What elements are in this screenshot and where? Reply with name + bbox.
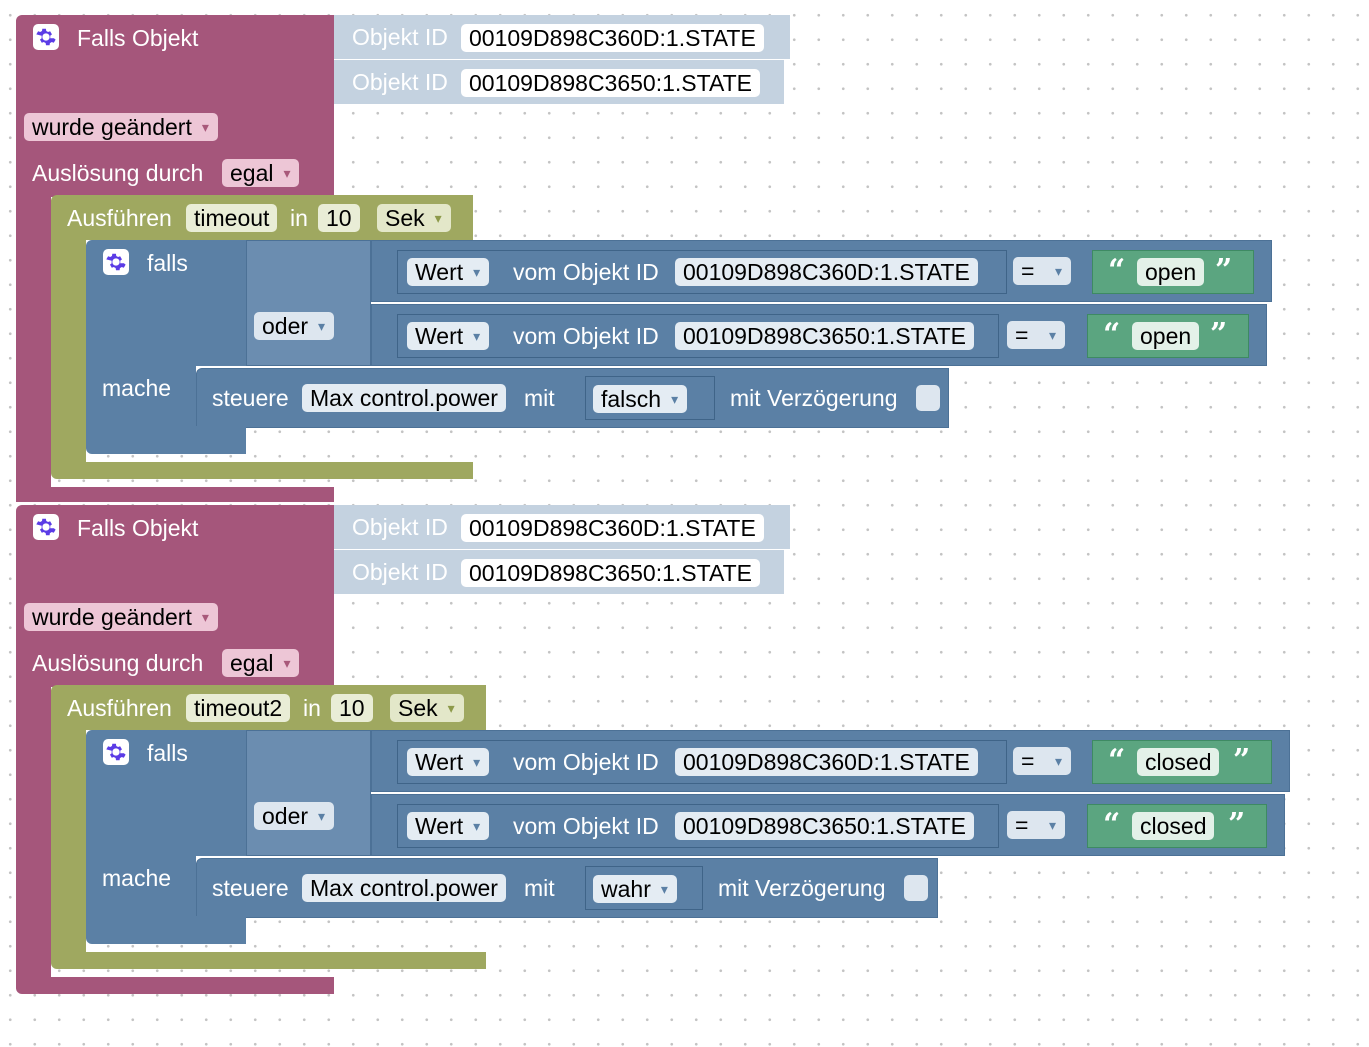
timeout-name-field[interactable]: timeout xyxy=(186,204,278,232)
timeout-in-label: in xyxy=(303,695,321,721)
trigger-by-label: Auslösung durch xyxy=(32,160,204,186)
boolean-dropdown[interactable]: wahr xyxy=(593,875,677,903)
trigger-title: Falls Objekt xyxy=(77,515,199,541)
timeout-in-label: in xyxy=(290,205,308,231)
change-mode-dropdown[interactable]: wurde geändert xyxy=(24,603,218,631)
timeout-side xyxy=(51,728,86,954)
gear-icon[interactable] xyxy=(103,249,129,275)
trigger-by-dropdown[interactable]: egal xyxy=(222,159,300,187)
value-dropdown[interactable]: Wert xyxy=(407,258,490,286)
text-block[interactable] xyxy=(1092,250,1254,294)
trigger-footer xyxy=(16,487,334,502)
object-id-field[interactable]: 00109D898C3650:1.STATE xyxy=(675,322,974,350)
control-block-bottom xyxy=(196,916,246,944)
or-dropdown[interactable]: oder xyxy=(254,802,335,830)
from-object-label: vom Objekt ID xyxy=(513,813,659,839)
or-block[interactable] xyxy=(246,240,371,366)
timeout-label: Ausführen xyxy=(67,205,172,231)
text-field[interactable]: open xyxy=(1137,258,1205,286)
control-label: steuere xyxy=(212,385,289,411)
trigger-footer xyxy=(16,977,334,994)
if-falls-label: falls xyxy=(147,740,188,766)
timeout-unit-dropdown[interactable]: Sek xyxy=(390,694,464,722)
object-id-label: Objekt ID xyxy=(352,24,448,50)
object-id-block-2[interactable]: Objekt ID 00109D898C3650:1.STATE xyxy=(334,60,784,104)
if-falls-label: falls xyxy=(147,250,188,276)
control-block-bottom xyxy=(196,426,246,454)
object-id-label: Objekt ID xyxy=(352,559,448,585)
value-dropdown[interactable]: Wert xyxy=(407,748,490,776)
object-id-block-1[interactable]: Objekt ID 00109D898C360D:1.STATE xyxy=(334,505,790,549)
if-mache-label: mache xyxy=(102,375,172,401)
operator-dropdown[interactable]: = xyxy=(1013,747,1071,775)
trigger-by-label: Auslösung durch xyxy=(32,650,204,676)
if-side xyxy=(86,364,196,454)
trigger-title: Falls Objekt xyxy=(77,25,199,51)
quote-open-icon: “ xyxy=(1108,253,1126,288)
trigger-side xyxy=(16,195,51,495)
text-field[interactable]: closed xyxy=(1132,812,1215,840)
quote-open-icon: “ xyxy=(1108,743,1126,778)
object-id-field[interactable]: 00109D898C360D:1.STATE xyxy=(461,514,764,542)
quote-close-icon: ” xyxy=(1215,253,1233,288)
gear-icon[interactable] xyxy=(103,739,129,765)
operator-dropdown[interactable]: = xyxy=(1013,257,1071,285)
text-field[interactable]: closed xyxy=(1137,748,1220,776)
control-target-field[interactable]: Max control.power xyxy=(302,384,506,412)
quote-open-icon: “ xyxy=(1103,317,1121,352)
object-id-field[interactable]: 00109D898C3650:1.STATE xyxy=(675,812,974,840)
trigger-by-dropdown[interactable]: egal xyxy=(222,649,300,677)
delay-label: mit Verzögerung xyxy=(730,385,898,411)
object-id-field[interactable]: 00109D898C360D:1.STATE xyxy=(461,24,764,52)
timeout-name-field[interactable]: timeout2 xyxy=(186,694,291,722)
timeout-footer xyxy=(51,952,486,969)
control-label: steuere xyxy=(212,875,289,901)
gear-icon[interactable] xyxy=(33,24,59,50)
timeout-footer xyxy=(51,462,473,479)
timeout-side xyxy=(51,238,86,464)
delay-checkbox[interactable] xyxy=(904,875,928,901)
trigger-side xyxy=(16,685,51,985)
quote-open-icon: “ xyxy=(1103,807,1121,842)
quote-close-icon: ” xyxy=(1228,807,1246,842)
if-side xyxy=(86,854,196,944)
quote-close-icon: ” xyxy=(1210,317,1228,352)
operator-dropdown[interactable]: = xyxy=(1007,321,1065,349)
control-with-label: mit xyxy=(524,875,555,901)
text-field[interactable]: open xyxy=(1132,322,1200,350)
control-with-label: mit xyxy=(524,385,555,411)
object-id-field[interactable]: 00109D898C3650:1.STATE xyxy=(461,69,760,97)
object-id-label: Objekt ID xyxy=(352,69,448,95)
value-dropdown[interactable]: Wert xyxy=(407,812,490,840)
control-target-field[interactable]: Max control.power xyxy=(302,874,506,902)
value-dropdown[interactable]: Wert xyxy=(407,322,490,350)
from-object-label: vom Objekt ID xyxy=(513,749,659,775)
object-id-field[interactable]: 00109D898C360D:1.STATE xyxy=(675,258,978,286)
gear-icon[interactable] xyxy=(33,514,59,540)
object-id-field[interactable]: 00109D898C3650:1.STATE xyxy=(461,559,760,587)
delay-label: mit Verzögerung xyxy=(718,875,886,901)
or-block[interactable] xyxy=(246,730,371,856)
change-mode-dropdown[interactable]: wurde geändert xyxy=(24,113,218,141)
object-id-block-1[interactable]: Objekt ID 00109D898C360D:1.STATE xyxy=(334,15,790,59)
object-id-field[interactable]: 00109D898C360D:1.STATE xyxy=(675,748,978,776)
delay-checkbox[interactable] xyxy=(916,385,940,411)
operator-dropdown[interactable]: = xyxy=(1007,811,1065,839)
or-dropdown[interactable]: oder xyxy=(254,312,335,340)
timeout-value-field[interactable]: 10 xyxy=(331,694,373,722)
timeout-unit-dropdown[interactable]: Sek xyxy=(377,204,451,232)
object-id-block-2[interactable]: Objekt ID 00109D898C3650:1.STATE xyxy=(334,550,784,594)
object-id-label: Objekt ID xyxy=(352,514,448,540)
boolean-dropdown[interactable]: falsch xyxy=(593,385,688,413)
from-object-label: vom Objekt ID xyxy=(513,259,659,285)
quote-close-icon: ” xyxy=(1233,743,1251,778)
timeout-value-field[interactable]: 10 xyxy=(318,204,360,232)
if-mache-label: mache xyxy=(102,865,172,891)
timeout-label: Ausführen xyxy=(67,695,172,721)
from-object-label: vom Objekt ID xyxy=(513,323,659,349)
